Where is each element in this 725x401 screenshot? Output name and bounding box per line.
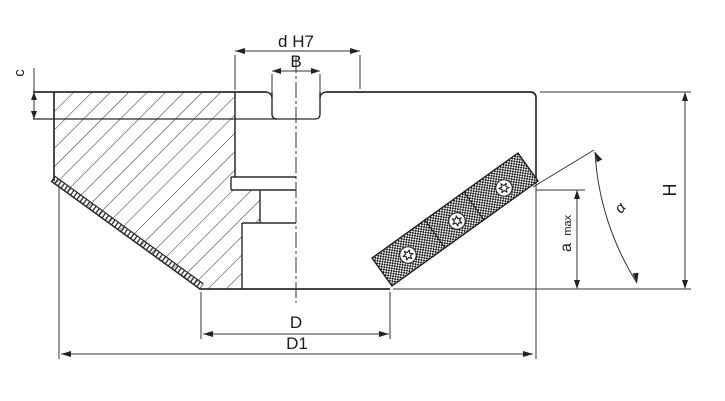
keyway-slot: [265, 91, 327, 120]
insert-divider-2: [463, 191, 485, 221]
torx-screw-2: [448, 212, 466, 230]
dimension-labels: d H7 B c H a max α D D1: [11, 32, 680, 353]
carbide-insert: [371, 152, 539, 287]
dimension-arrows: [31, 48, 688, 357]
label-face-diameter: D: [290, 313, 302, 332]
label-tool-height: H: [660, 184, 680, 197]
chamfer-edge-band: [50, 175, 204, 290]
top-surface-right: [326, 91, 537, 99]
label-land-height: c: [11, 69, 28, 77]
label-outer-diameter: D1: [286, 334, 308, 353]
edge-extension-line: [532, 149, 595, 188]
recess-depth-line: [33, 113, 321, 120]
edge-tick-marks: [51, 176, 204, 289]
dimensions: [33, 50, 691, 359]
torx-screw-3: [495, 179, 513, 197]
torx-screw-1: [399, 246, 417, 264]
bore-steps: [241, 190, 296, 289]
label-keyway-width: B: [290, 52, 301, 71]
label-chamfer-angle: α: [611, 199, 630, 217]
insert-divider-1: [424, 219, 446, 249]
bore-lip: [230, 176, 296, 191]
angle-arc: [594, 151, 638, 284]
body-section: [33, 91, 537, 290]
section-hatch-area: [54, 92, 260, 289]
label-depth-max: a max: [558, 214, 575, 252]
label-bore-diameter: d H7: [278, 32, 314, 51]
